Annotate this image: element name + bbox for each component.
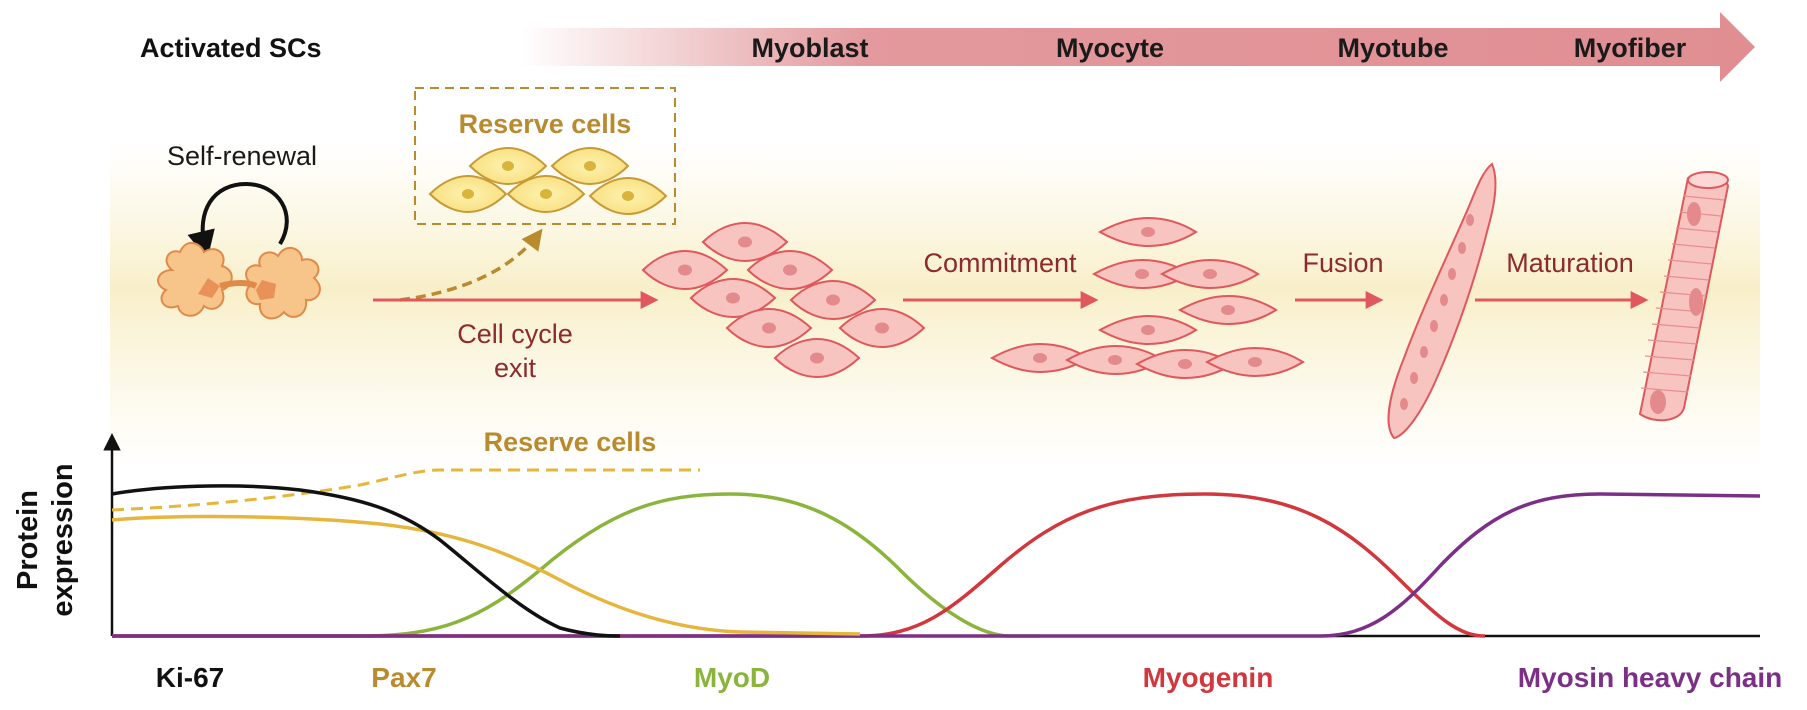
protein-expression-plot: Protein expression Reserve cells [12,427,1761,638]
myofiber-illustration [1638,171,1730,422]
marker-label-myosin-heavy-chain: Myosin heavy chain [1518,662,1783,693]
ki67-curve [111,484,621,638]
commitment-label: Commitment [923,248,1077,278]
cell-cycle-exit-label-line1: Cell cycle [457,319,573,349]
stage-progress-arrow [520,12,1755,82]
stage-label-myocyte: Myocyte [1056,33,1164,63]
reserve-curve-label: Reserve cells [484,427,657,457]
dividing-satellite-cells [157,242,321,320]
reserve-cells-box [414,87,676,225]
myosin-heavy-chain-curve [112,492,1761,638]
pax7-curve [111,514,861,636]
reserve-cells-group [428,146,668,216]
cell-cycle-exit-label-line2: exit [494,353,537,383]
reserve-cells-box-label: Reserve cells [459,109,632,139]
stage-label-myoblast: Myoblast [751,33,868,63]
self-renewal-label: Self-renewal [167,141,317,171]
self-renewal-loop-arrow [187,181,289,259]
stage-label-myofiber: Myofiber [1574,33,1687,63]
marker-label-ki67: Ki-67 [156,662,224,693]
background-band [110,140,1760,470]
marker-label-myogenin: Myogenin [1143,662,1274,693]
reserve-path-arrow [399,228,543,302]
marker-label-pax7: Pax7 [371,662,436,693]
y-axis-label-line2: expression [47,463,79,616]
myotube-illustration [1387,162,1497,440]
myod-curve [112,492,1040,638]
reserve-cells-curve [111,468,700,512]
maturation-label: Maturation [1506,248,1634,278]
myoblast-cells [641,221,926,379]
myocyte-cells [989,216,1305,380]
stage-label-myotube: Myotube [1338,33,1449,63]
marker-label-myod: MyoD [694,662,770,693]
y-axis-label-line1: Protein [12,490,44,590]
myogenin-curve [112,492,1486,638]
stage-start-label: Activated SCs [140,33,322,63]
fusion-label: Fusion [1302,248,1383,278]
